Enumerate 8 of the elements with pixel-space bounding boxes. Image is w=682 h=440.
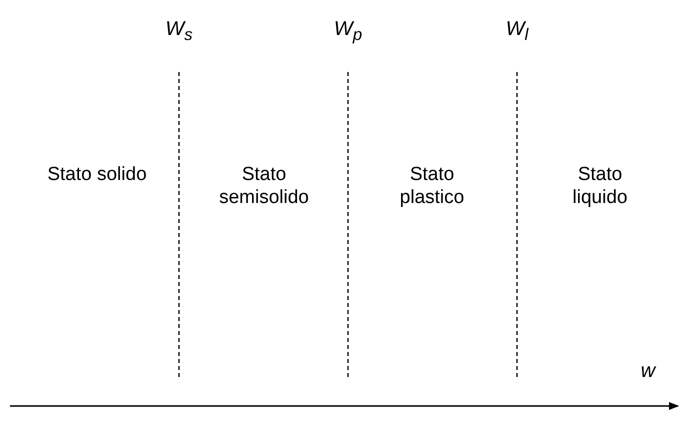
axis-label: w — [640, 360, 658, 383]
limit-label: W$_{s}$ — [164, 18, 194, 46]
limit-label: W$_{l}$ — [504, 18, 530, 46]
state-label: Stato liquido — [572, 163, 628, 209]
state-label: Stato plastico — [398, 163, 466, 209]
state-label: Stato semisolido — [218, 163, 310, 209]
state-label: Stato solido — [47, 163, 147, 186]
limit-label: W$_{p}$ — [332, 18, 364, 46]
